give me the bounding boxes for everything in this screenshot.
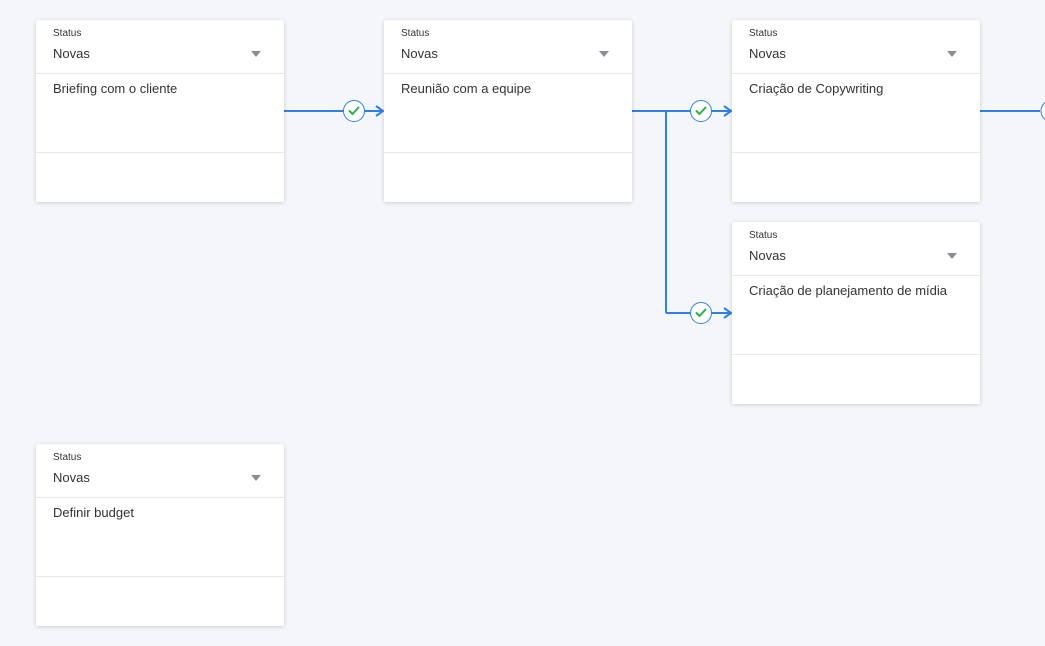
connector-arrowhead xyxy=(375,105,385,117)
task-card[interactable]: Status Novas Definir budget xyxy=(36,444,284,626)
task-card[interactable]: Status Novas Criação de planejamento de … xyxy=(732,222,980,404)
status-label: Status xyxy=(749,28,778,39)
status-value: Novas xyxy=(401,46,438,61)
check-icon xyxy=(695,308,707,317)
status-value: Novas xyxy=(749,248,786,263)
chevron-down-icon[interactable] xyxy=(599,51,609,57)
status-value: Novas xyxy=(749,46,786,61)
status-dropdown[interactable]: Status Novas xyxy=(732,20,980,74)
card-footer xyxy=(384,152,632,202)
status-value: Novas xyxy=(53,470,90,485)
chevron-down-icon[interactable] xyxy=(947,51,957,57)
card-footer xyxy=(732,354,980,404)
status-dropdown[interactable]: Status Novas xyxy=(36,444,284,498)
status-label: Status xyxy=(53,452,82,463)
connector-node-offscreen xyxy=(1040,101,1045,121)
task-title[interactable]: Definir budget xyxy=(53,505,134,520)
task-title[interactable]: Reunião com a equipe xyxy=(401,81,532,96)
card-footer xyxy=(732,152,980,202)
connector-check-node[interactable] xyxy=(690,100,712,122)
status-label: Status xyxy=(749,230,778,241)
task-card[interactable]: Status Novas Criação de Copywriting xyxy=(732,20,980,202)
status-dropdown[interactable]: Status Novas xyxy=(732,222,980,276)
status-dropdown[interactable]: Status Novas xyxy=(36,20,284,74)
chevron-down-icon[interactable] xyxy=(251,475,261,481)
status-dropdown[interactable]: Status Novas xyxy=(384,20,632,74)
task-title[interactable]: Briefing com o cliente xyxy=(53,81,178,96)
task-card[interactable]: Status Novas Briefing com o cliente xyxy=(36,20,284,202)
connector-check-node[interactable] xyxy=(343,100,365,122)
status-label: Status xyxy=(401,28,430,39)
task-title[interactable]: Criação de Copywriting xyxy=(749,81,884,96)
connector-check-node[interactable] xyxy=(690,302,712,324)
task-title[interactable]: Criação de planejamento de mídia xyxy=(749,283,948,298)
check-icon xyxy=(695,106,707,115)
card-footer xyxy=(36,576,284,626)
chevron-down-icon[interactable] xyxy=(947,253,957,259)
status-label: Status xyxy=(53,28,82,39)
status-value: Novas xyxy=(53,46,90,61)
connector-arrowhead xyxy=(723,105,733,117)
card-footer xyxy=(36,152,284,202)
connector-arrowhead xyxy=(723,307,733,319)
check-icon xyxy=(348,106,360,115)
task-card[interactable]: Status Novas Reunião com a equipe xyxy=(384,20,632,202)
chevron-down-icon[interactable] xyxy=(251,51,261,57)
